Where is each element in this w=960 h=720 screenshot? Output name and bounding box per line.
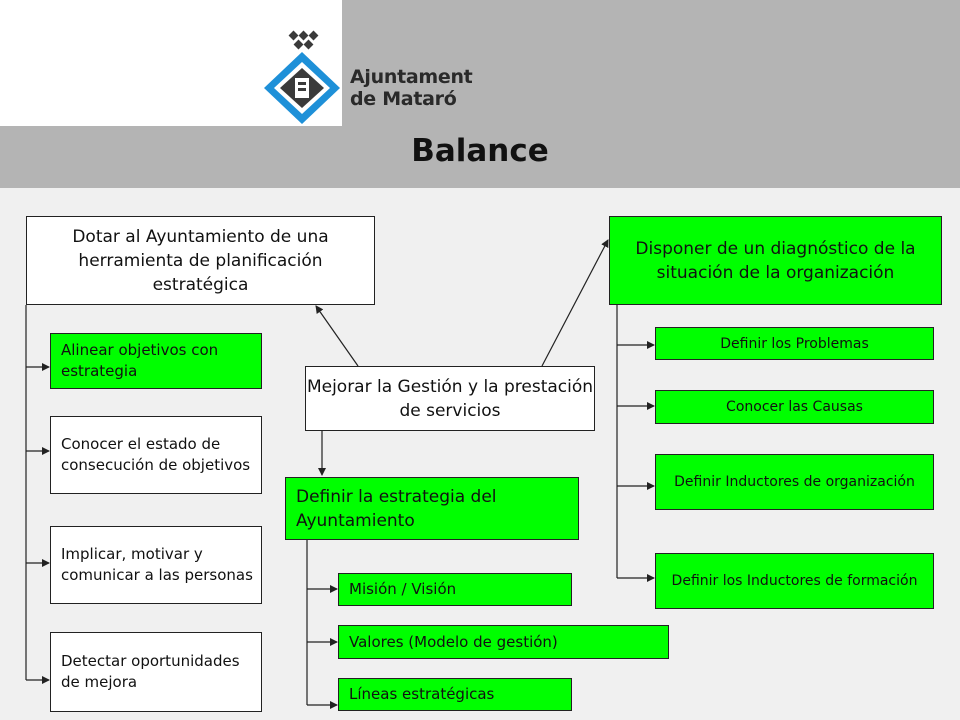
right-item-4-text: Definir los Inductores de formación: [671, 573, 918, 589]
right-item-1-text: Definir los Problemas: [720, 335, 869, 352]
ajuntament-logo-icon: [264, 30, 340, 124]
strategy-item-2-text: Valores (Modelo de gestión): [349, 632, 558, 651]
left-item-1: Alinear objetivos con estrategia: [50, 333, 262, 389]
center-main-text: Mejorar la Gestión y la prestación de se…: [306, 376, 594, 421]
right-item-1: Definir los Problemas: [655, 327, 934, 360]
page-title: Balance: [411, 133, 549, 169]
left-item-3: Implicar, motivar y comunicar a las pers…: [50, 526, 262, 604]
left-item-2-text: Conocer el estado de consecución de obje…: [61, 435, 251, 474]
right-item-2-text: Conocer las Causas: [726, 399, 863, 415]
header-gray-area: [342, 0, 960, 126]
strategy-text: Definir la estrategia del Ayuntamiento: [296, 486, 497, 531]
logo-line-2: de Mataró: [350, 88, 457, 110]
left-item-3-text: Implicar, motivar y comunicar a las pers…: [61, 545, 253, 584]
left-top-box: Dotar al Ayuntamiento de una herramienta…: [26, 216, 375, 305]
center-main-box: Mejorar la Gestión y la prestación de se…: [305, 366, 595, 431]
left-item-4-text: Detectar oportunidades de mejora: [61, 652, 240, 691]
left-top-text: Dotar al Ayuntamiento de una herramienta…: [72, 226, 329, 295]
logo-line-1: Ajuntament: [350, 66, 473, 88]
strategy-item-1: Misión / Visión: [338, 573, 572, 606]
right-item-3: Definir Inductores de organización: [655, 454, 934, 510]
logo-text: Ajuntament de Mataró: [350, 66, 473, 110]
right-item-2: Conocer las Causas: [655, 390, 934, 424]
left-item-4: Detectar oportunidades de mejora: [50, 632, 262, 712]
left-item-1-text: Alinear objetivos con estrategia: [61, 341, 219, 380]
strategy-item-3-text: Líneas estratégicas: [349, 685, 495, 703]
right-top-text: Disponer de un diagnóstico de la situaci…: [635, 238, 916, 283]
strategy-box: Definir la estrategia del Ayuntamiento: [285, 477, 579, 540]
strategy-item-2: Valores (Modelo de gestión): [338, 625, 669, 659]
left-item-2: Conocer el estado de consecución de obje…: [50, 416, 262, 494]
title-band: [0, 126, 960, 188]
right-top-box: Disponer de un diagnóstico de la situaci…: [609, 216, 942, 305]
right-item-3-text: Definir Inductores de organización: [674, 474, 915, 490]
right-item-4: Definir los Inductores de formación: [655, 553, 934, 609]
strategy-item-1-text: Misión / Visión: [349, 580, 457, 598]
strategy-item-3: Líneas estratégicas: [338, 678, 572, 711]
